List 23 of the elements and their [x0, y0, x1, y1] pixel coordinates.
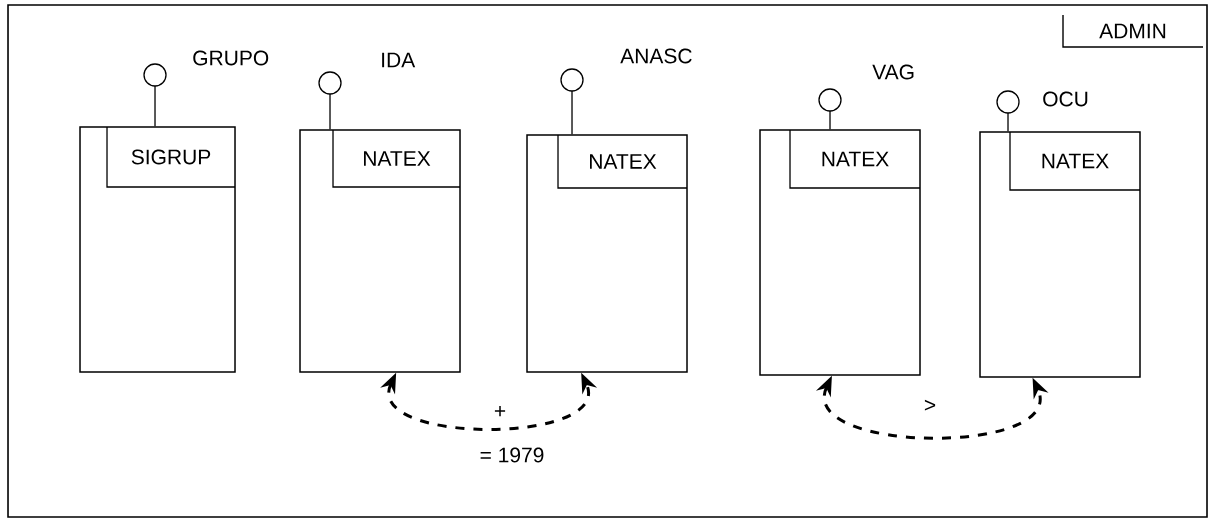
- table-box: [299, 129, 461, 373]
- node-label: VAG: [872, 64, 914, 80]
- edge-label: >: [922, 398, 938, 414]
- connector-line: [154, 85, 156, 127]
- key-box: SIGRUP: [106, 126, 236, 188]
- table-box: [526, 134, 688, 373]
- note-text: = 1979: [480, 447, 544, 463]
- key-box: NATEX: [332, 129, 461, 188]
- node-label: IDA: [382, 52, 416, 68]
- table-box: [759, 129, 921, 376]
- node-label: OCU: [1043, 91, 1088, 107]
- key-box: NATEX: [789, 129, 921, 189]
- table-box: [979, 131, 1141, 378]
- connector-line: [571, 90, 573, 135]
- node-label: ANASC: [620, 48, 692, 64]
- node-label: GRUPO: [193, 50, 269, 66]
- key-box: NATEX: [1009, 131, 1141, 191]
- key-box: NATEX: [557, 134, 688, 189]
- edge-label: +: [492, 404, 508, 420]
- connector-line: [329, 93, 331, 130]
- connector-line: [829, 110, 831, 130]
- connector-line: [1007, 112, 1009, 132]
- table-box: [79, 126, 236, 373]
